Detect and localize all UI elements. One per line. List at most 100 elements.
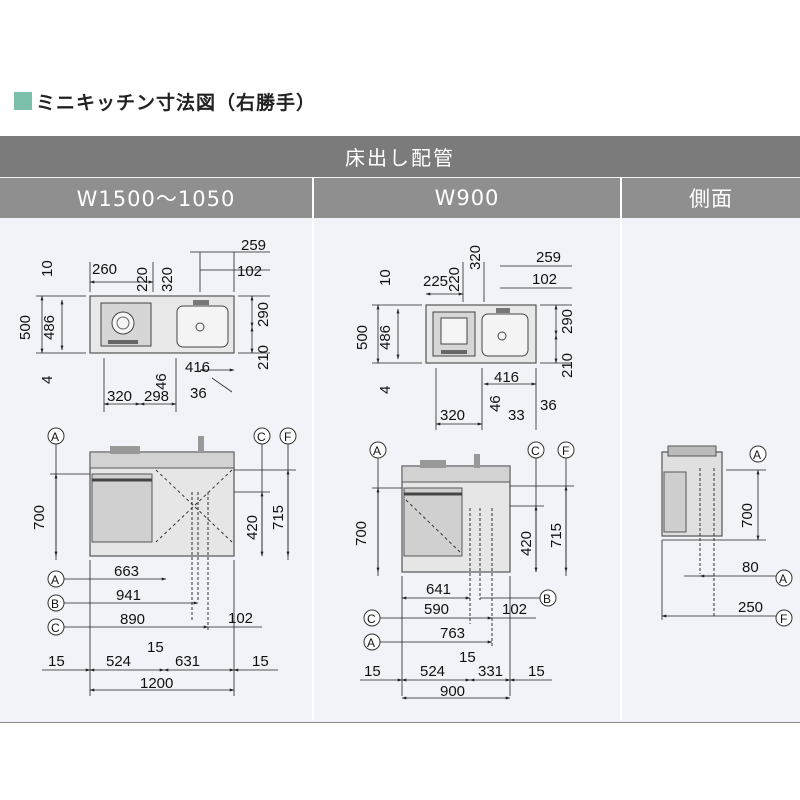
marker-b: B (51, 597, 59, 611)
w900-counter-edge (401, 465, 511, 483)
dim-label: 290 (255, 302, 272, 327)
dim-label: 259 (536, 249, 561, 266)
dim-label: 641 (426, 581, 451, 598)
dim-label: 700 (31, 505, 48, 530)
dim-label: 15 (252, 653, 269, 670)
marker-f-icon (775, 609, 793, 627)
cooktop-control (441, 350, 467, 354)
column-header-side: 側面 (622, 178, 800, 218)
w1500-counter-edge (89, 451, 235, 469)
dim-label: 4 (39, 376, 56, 384)
sink-drain-icon (195, 322, 205, 332)
dim-label: 500 (354, 325, 371, 350)
dim-label: 33 (508, 407, 525, 424)
marker-a: A (51, 573, 59, 587)
dim-label: 36 (190, 385, 207, 402)
marker-a: A (367, 636, 375, 650)
marker-a: A (753, 448, 761, 462)
dim-label: 590 (424, 601, 449, 618)
dim-label: 102 (532, 271, 557, 288)
dim-label: 102 (228, 610, 253, 627)
dim-label: 15 (459, 649, 476, 666)
marker-c: C (51, 621, 60, 635)
dim-label: 900 (440, 683, 465, 700)
faucet-icon (496, 308, 510, 313)
dim-label: 290 (559, 309, 576, 334)
dim-label: 102 (237, 263, 262, 280)
cooktop-burner-icon (111, 311, 135, 335)
w1500-top-view: 260 259 102 10 220 320 500 486 290 210 4… (17, 237, 272, 412)
page-title: ミニキッチン寸法図（右勝手） (14, 86, 316, 116)
drawing-frame (0, 136, 800, 723)
dim-label: 320 (107, 388, 132, 405)
dim-label: 700 (739, 503, 756, 528)
dim-label: 15 (528, 663, 545, 680)
dim-label: 416 (185, 359, 210, 376)
w900-sink (481, 313, 529, 357)
side-counter (667, 445, 717, 457)
marker-c: C (257, 430, 266, 444)
cooktop-burner-inner-icon (116, 316, 130, 330)
dim-label: 631 (175, 653, 200, 670)
dim-label: 4 (377, 386, 394, 394)
dim-label: 700 (353, 521, 370, 546)
marker-f-icon (557, 441, 575, 459)
marker-f: F (780, 612, 787, 626)
dim-label: 890 (120, 611, 145, 628)
marker-f: F (562, 444, 569, 458)
marker-c: C (367, 612, 376, 626)
marker-a: A (779, 572, 787, 586)
w1500-fridge-door (91, 473, 153, 543)
dim-label: 46 (153, 373, 170, 390)
w1500-front-view: A C F 700 420 715 A 663 B 941 C 890 102 … (31, 427, 297, 696)
marker-c-icon (253, 427, 271, 445)
dim-label: 210 (255, 345, 272, 370)
dim-label: 298 (144, 388, 169, 405)
dim-label: 80 (742, 559, 759, 576)
marker-a-icon (47, 427, 65, 445)
title-square-icon (14, 92, 32, 110)
dim-label: 524 (106, 653, 131, 670)
dim-label: 15 (364, 663, 381, 680)
w900-fridge-door (403, 487, 463, 557)
dim-label: 10 (39, 260, 56, 277)
cooktop-knob (110, 446, 140, 454)
cooktop-plate-icon (440, 317, 468, 345)
dim-label: 715 (548, 523, 565, 548)
marker-c-icon (527, 441, 545, 459)
dim-label: 36 (540, 397, 557, 414)
dim-label: 486 (41, 315, 58, 340)
dim-label: 259 (241, 237, 266, 254)
dim-label: 331 (478, 663, 503, 680)
dim-label: 220 (134, 267, 151, 292)
dim-label: 715 (270, 505, 287, 530)
dim-label: 524 (420, 663, 445, 680)
dim-label: 486 (377, 325, 394, 350)
cooktop-control (108, 340, 138, 344)
sink-drain-icon (497, 331, 507, 341)
side-fridge (663, 471, 687, 533)
dim-label: 320 (159, 267, 176, 292)
column-separator (620, 178, 622, 720)
dim-label: 663 (114, 563, 139, 580)
dim-label: 416 (494, 369, 519, 386)
faucet-icon (193, 300, 209, 305)
column-header-w900: W900 (314, 178, 620, 218)
dim-label: 250 (738, 599, 763, 616)
cooktop-knob (420, 460, 446, 468)
dim-label: 102 (502, 601, 527, 618)
dim-label: 941 (116, 587, 141, 604)
section-header: 床出し配管 (0, 136, 800, 177)
faucet-icon (198, 436, 204, 452)
dim-label: 220 (446, 267, 463, 292)
column-header-w1500: W1500〜1050 (0, 178, 312, 218)
side-view: A 700 A 80 F 250 (661, 445, 793, 627)
dim-label: 225 (423, 273, 448, 290)
page-title-text: ミニキッチン寸法図（右勝手） (36, 91, 317, 114)
marker-b: B (543, 592, 551, 606)
column-separator (312, 178, 314, 720)
dim-label: 420 (518, 531, 535, 556)
dim-label: 46 (487, 395, 504, 412)
marker-a-icon (369, 441, 387, 459)
marker-f: F (284, 430, 291, 444)
